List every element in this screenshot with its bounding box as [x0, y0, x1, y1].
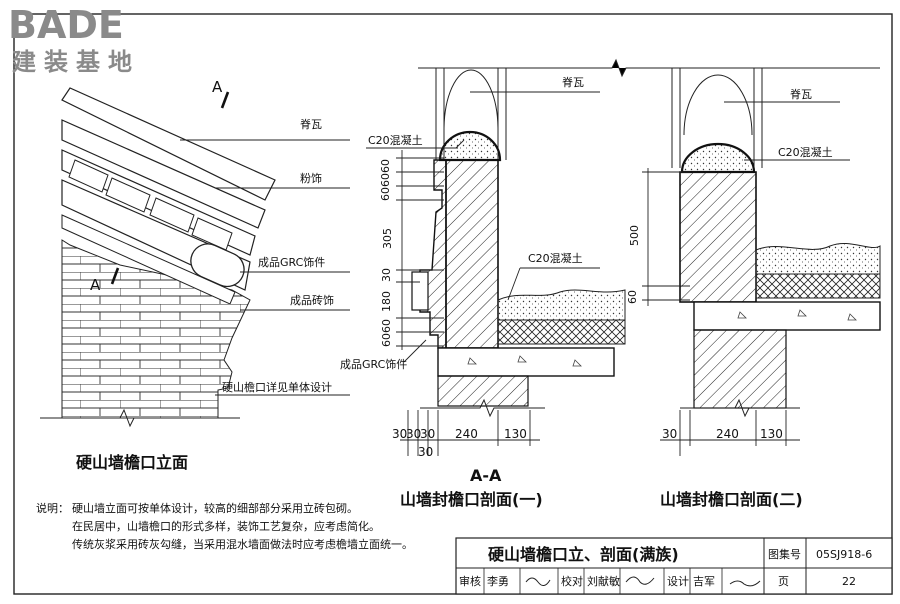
grc-profile: [419, 159, 447, 349]
title-elevation: 硬山墙檐口立面: [76, 453, 188, 472]
ridge-tile-band: [61, 87, 276, 201]
dim-180: 180: [380, 291, 393, 312]
review-signature: [525, 577, 551, 586]
label-c20-concrete-c: C20混凝土: [778, 145, 833, 159]
dim-60: 60: [379, 173, 392, 187]
label-ridge-tile-b: 脊瓦: [790, 87, 812, 101]
dim-240: 240: [716, 427, 739, 441]
dim-60: 60: [380, 319, 393, 333]
insulation-layer-two: [755, 273, 881, 299]
company-logo: BADE 建装基地: [8, 3, 140, 76]
elevation-view: A A 脊瓦 粉饰 成品GRC饰件 成品砖饰 硬山檐口详见单体设计 硬山墙檐口立…: [40, 78, 350, 472]
label-brick-decor: 成品砖饰: [290, 293, 334, 307]
logo-chinese-text: 建装基地: [12, 48, 140, 76]
titleblock-review-label: 审核: [459, 574, 481, 588]
roof-tiles-one: [497, 289, 626, 321]
titleblock-check-label: 校对: [561, 574, 583, 588]
titleblock-check-name: 刘献敏: [587, 574, 620, 588]
check-signature: [625, 576, 655, 585]
notes-label: 说明：: [36, 501, 69, 515]
title-section-one: 山墙封檐口剖面(一): [400, 490, 543, 509]
dim-60: 60: [379, 159, 392, 173]
section-label-aa: A-A: [470, 466, 502, 485]
insulation-layer-one: [497, 319, 626, 345]
titleblock-title: 硬山墙檐口立、剖面(满族): [488, 545, 679, 564]
dim-240: 240: [455, 427, 478, 441]
logo-latin-text: BADE: [8, 3, 124, 47]
title-section-two: 山墙封檐口剖面(二): [660, 490, 803, 509]
titleblock-review-name: 李勇: [487, 574, 509, 588]
dim-500: 500: [628, 225, 641, 246]
dim-30: 30: [406, 427, 421, 441]
label-c20-concrete-a: C20混凝土: [368, 133, 423, 147]
dim-305: 305: [381, 228, 394, 249]
label-grc-piece: 成品GRC饰件: [340, 357, 407, 371]
dim-60: 60: [626, 290, 639, 304]
roof-tiles-two: [755, 242, 881, 275]
notes-block: 说明： 硬山墙立面可按单体设计，较高的细部部分采用立砖包砌。 在民居中，山墙檐口…: [36, 501, 413, 551]
dim-30: 30: [380, 268, 393, 282]
ridge-cap-concrete-two: [680, 142, 756, 174]
titleblock-design-name: 吉军: [693, 575, 715, 588]
dim-30: 30: [418, 445, 433, 459]
label-ridge-tile-a: 脊瓦: [562, 75, 584, 89]
dim-60: 60: [379, 187, 392, 201]
dim-30: 30: [420, 427, 435, 441]
label-eave-note: 硬山檐口详见单体设计: [222, 380, 332, 394]
titleblock-page-label: 页: [778, 575, 789, 588]
ridge-cap-concrete: [438, 130, 502, 162]
titleblock-atlas-label: 图集号: [768, 547, 801, 561]
label-grc-decor: 成品GRC饰件: [258, 255, 325, 269]
label-ridge-tile: 脊瓦: [300, 117, 322, 131]
titleblock-atlas-no: 05SJ918-6: [816, 548, 872, 561]
sheet-frame: [13, 13, 893, 595]
section-mark-label: A: [90, 276, 101, 294]
title-block: 硬山墙檐口立、剖面(满族) 图集号 05SJ918-6 审核 李勇 校对 刘献敏…: [455, 537, 893, 595]
dim-130: 130: [760, 427, 783, 441]
design-signature: [729, 580, 761, 587]
label-c20-concrete-b: C20混凝土: [528, 251, 583, 265]
notes-line-2: 在民居中，山墙檐口的形式多样，装饰工艺复杂，应考虑简化。: [72, 519, 380, 533]
dim-130: 130: [504, 427, 527, 441]
notes-line-1: 硬山墙立面可按单体设计，较高的细部部分采用立砖包砌。: [72, 501, 358, 515]
titleblock-page-no: 22: [842, 575, 856, 588]
section-marker-top: A: [212, 78, 230, 109]
label-decoration: 粉饰: [300, 171, 322, 185]
titleblock-design-label: 设计: [667, 575, 689, 588]
section-mark-label: A: [212, 78, 223, 96]
dim-60: 60: [380, 333, 393, 347]
section-marker-bottom: A: [90, 267, 120, 294]
hatched-wall: [445, 159, 499, 349]
section-two: 500 60 脊瓦 C20混凝土 30 240 130 山墙封檐口剖面(二): [626, 68, 881, 509]
section-one: 60 60 60 305 30 180 60 60 C20混凝土 脊瓦 C20混…: [340, 58, 880, 509]
dim-30: 30: [392, 427, 407, 441]
dim-30: 30: [662, 427, 677, 441]
hatched-wall-two: [679, 171, 757, 303]
notes-line-3: 传统灰浆采用砖灰勾缝，当采用混水墙面做法时应考虑檐墙立面统一。: [72, 537, 413, 551]
